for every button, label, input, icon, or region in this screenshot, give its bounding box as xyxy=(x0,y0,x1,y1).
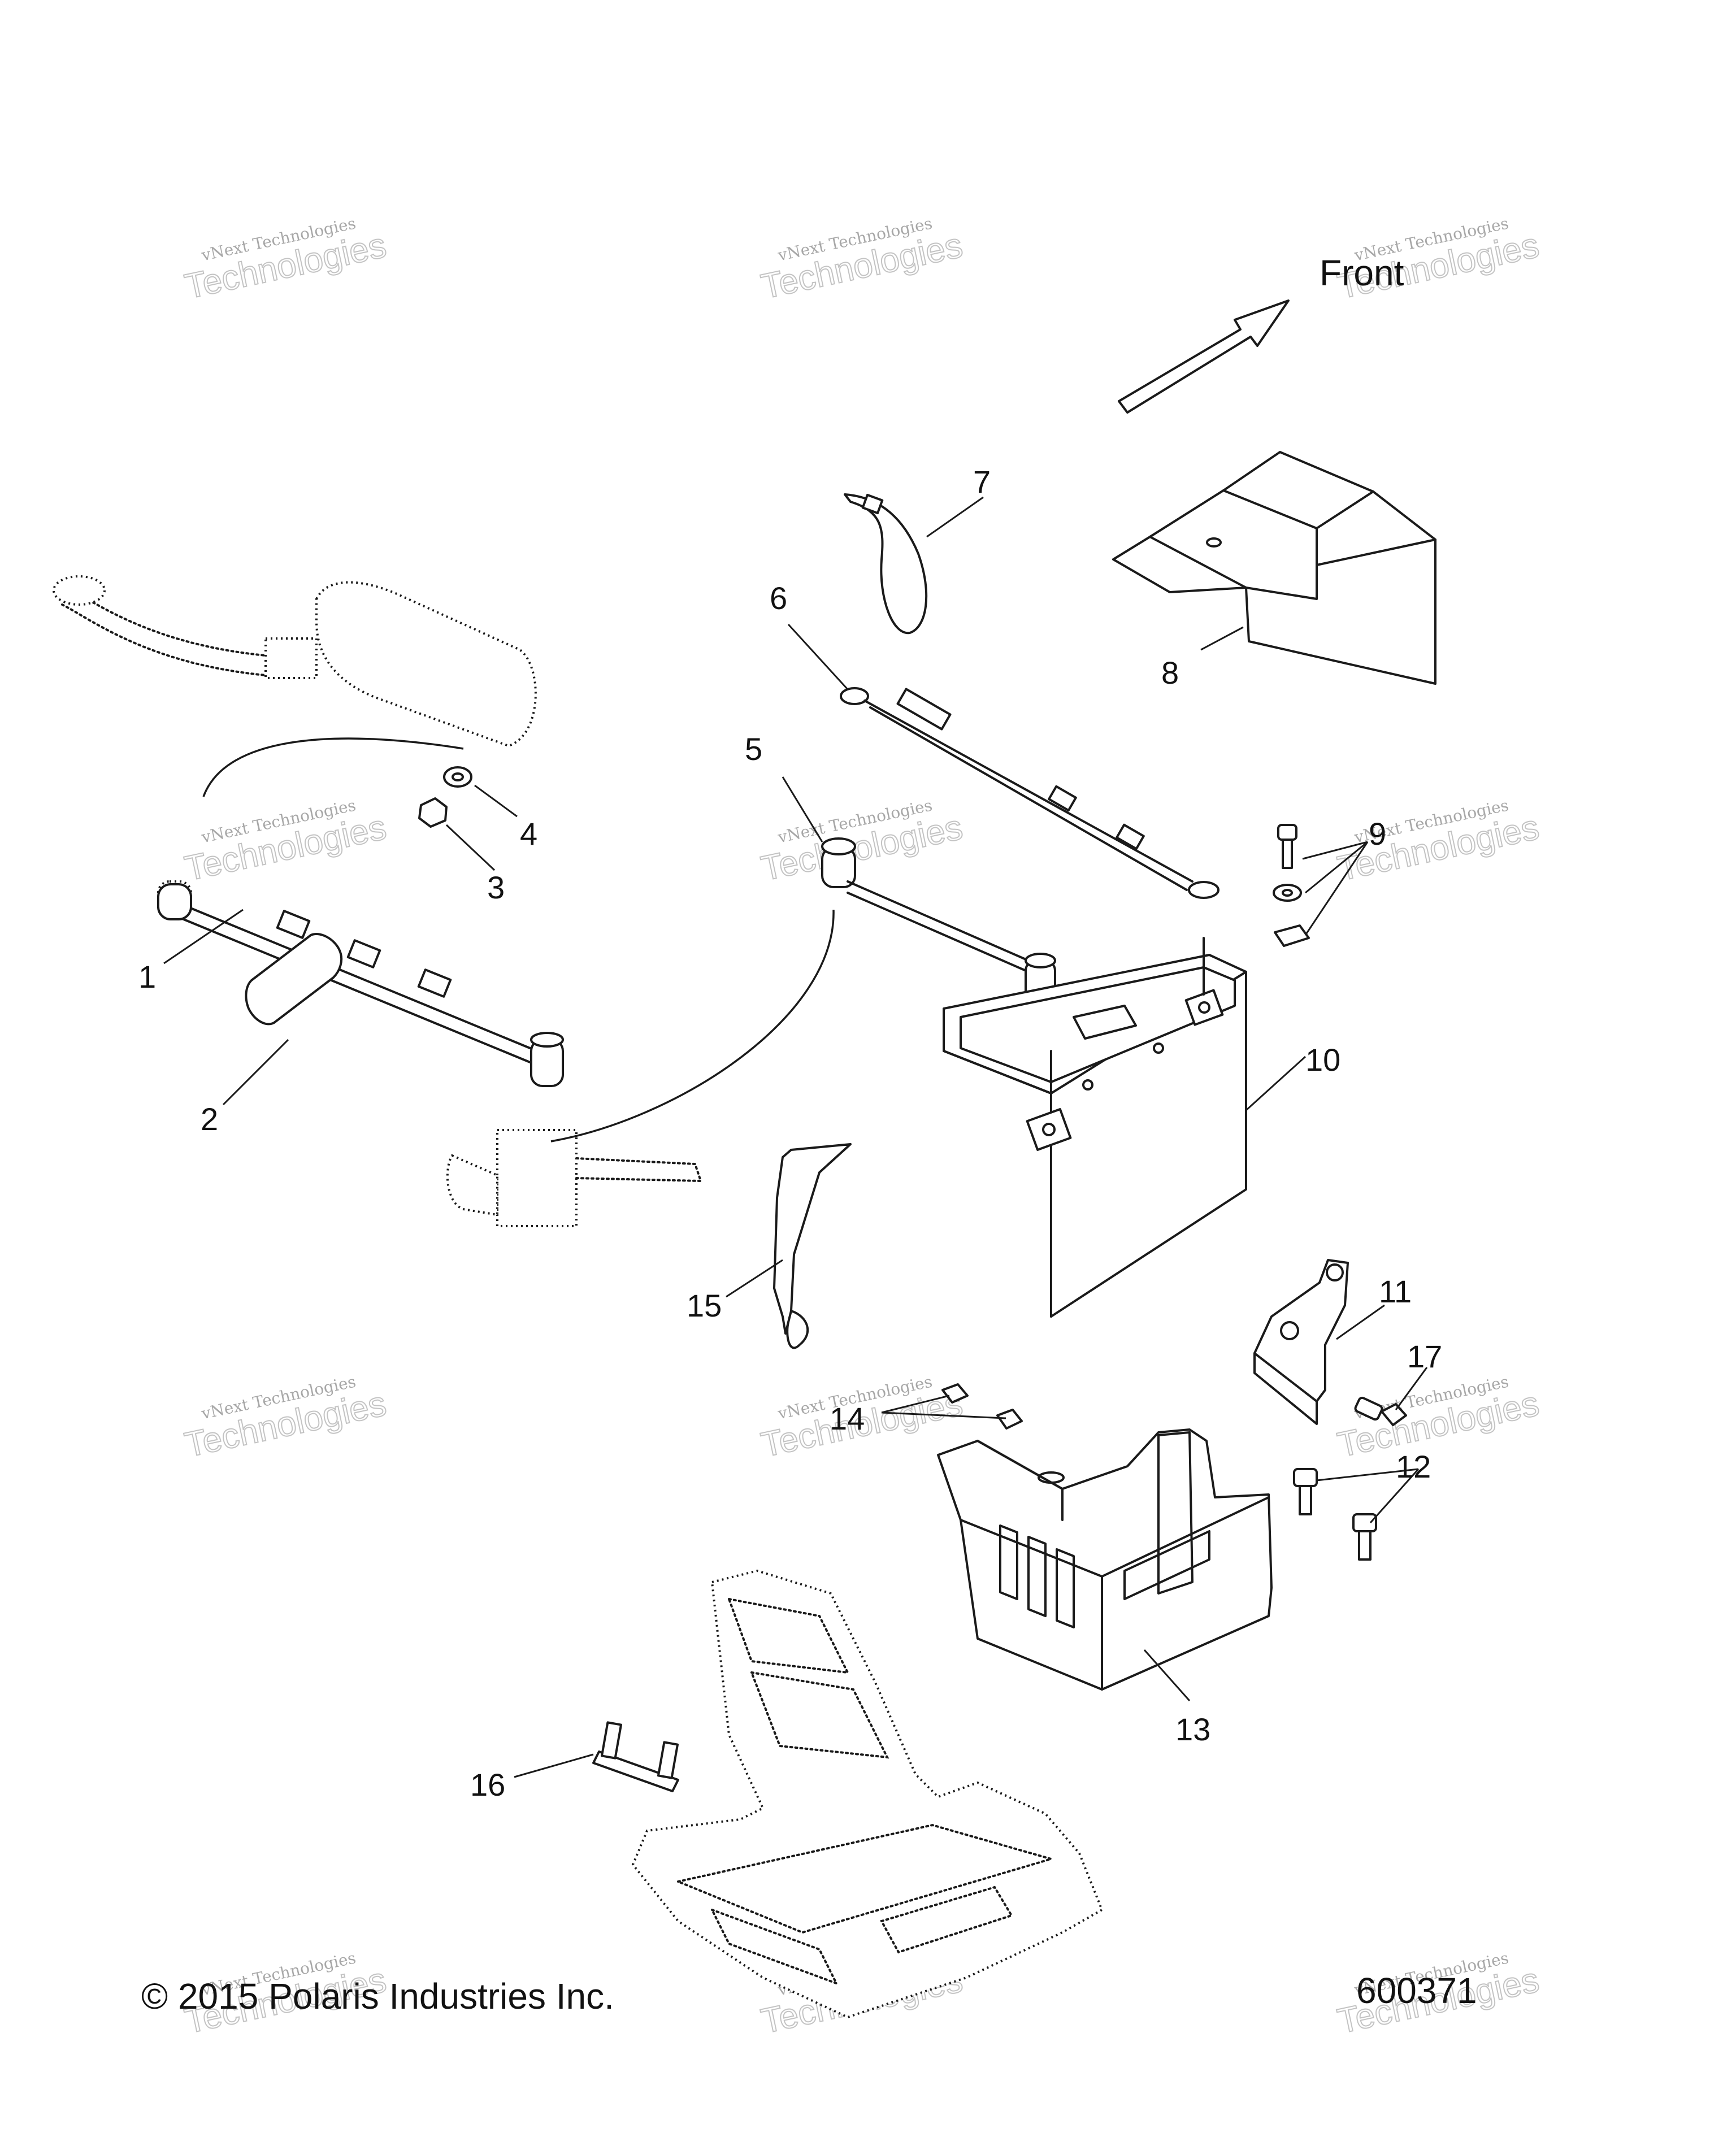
callout-16: 16 xyxy=(470,1767,505,1802)
callout-4: 4 xyxy=(520,816,537,852)
cable-tie xyxy=(844,493,928,635)
battery-box xyxy=(937,1428,1273,1691)
clips-14 xyxy=(941,1383,1023,1430)
callout-6: 6 xyxy=(770,580,787,616)
copyright-text: © 2015 Polaris Industries Inc. xyxy=(141,1976,614,2017)
starter-solenoid xyxy=(446,1129,702,1227)
callout-7: 7 xyxy=(973,464,991,499)
callout-15: 15 xyxy=(687,1288,722,1323)
callout-2: 2 xyxy=(201,1101,218,1137)
skid-plate xyxy=(631,1569,1104,2019)
clip-16 xyxy=(592,1721,679,1792)
battery-cable-negative xyxy=(840,687,1219,899)
battery-bracket xyxy=(1253,1259,1349,1425)
battery-strap xyxy=(773,1143,852,1349)
nut-3 xyxy=(418,797,448,828)
solenoid-wire xyxy=(550,909,835,1142)
front-label: Front xyxy=(1320,253,1404,293)
leader-lines xyxy=(163,496,1428,1778)
battery-cable-positive xyxy=(821,837,1056,1007)
starter-wire xyxy=(202,737,464,797)
callout-5: 5 xyxy=(745,731,762,767)
cable-boot xyxy=(245,933,343,1026)
washer-4 xyxy=(443,766,472,788)
callout-numbers: 1 2 3 4 5 6 7 8 9 10 11 12 13 14 15 16 1… xyxy=(138,464,1442,1802)
drawing-number: 600371 xyxy=(1356,1970,1477,2011)
battery-cover xyxy=(1112,451,1436,685)
bolts-12 xyxy=(1293,1468,1377,1561)
callout-14: 14 xyxy=(830,1401,865,1436)
front-arrow-icon xyxy=(1118,299,1290,414)
bolt-17 xyxy=(1354,1396,1407,1426)
callout-3: 3 xyxy=(487,870,505,905)
callout-13: 13 xyxy=(1175,1711,1210,1747)
callout-10: 10 xyxy=(1305,1042,1340,1078)
callout-11: 11 xyxy=(1379,1274,1412,1309)
starter-motor xyxy=(53,575,537,748)
callout-8: 8 xyxy=(1161,655,1179,690)
starter-cable xyxy=(157,880,564,1087)
terminal-hardware xyxy=(1273,824,1310,947)
callout-17: 17 xyxy=(1407,1339,1442,1374)
callout-9: 9 xyxy=(1369,816,1386,852)
callout-12: 12 xyxy=(1396,1449,1431,1484)
battery xyxy=(943,937,1247,1318)
callout-1: 1 xyxy=(138,959,156,994)
